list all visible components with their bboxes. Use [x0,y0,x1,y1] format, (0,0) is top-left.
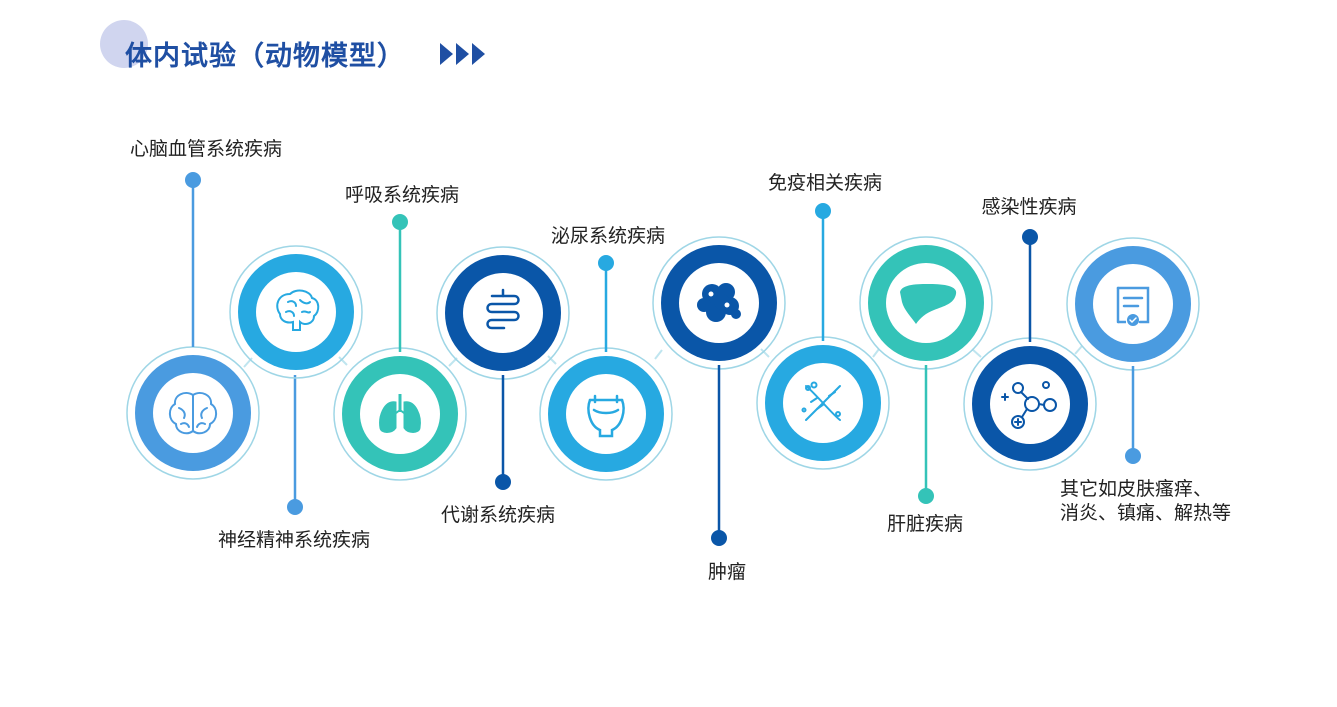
node-label: 代谢系统疾病 [441,504,555,526]
node-metabolic: 代谢系统疾病 [436,246,570,526]
node-label: 肿瘤 [708,561,746,583]
brain-side-icon [276,289,320,331]
node-infectious: 感染性疾病 [963,196,1097,471]
node-immune: 免疫相关疾病 [756,172,890,470]
node-label-line2: 消炎、镇痛、解热等 [1060,502,1231,524]
node-respiratory: 呼吸系统疾病 [333,184,467,481]
bladder-icon [587,394,625,438]
node-urinary: 泌尿系统疾病 [539,225,673,481]
node-cardio-cerebrovascular: 心脑血管系统疾病 [130,138,363,379]
intestine-icon [486,288,520,330]
node-label: 泌尿系统疾病 [551,225,665,247]
node-tumor: 肿瘤 [652,236,786,583]
node-others: 其它如皮肤瘙痒、 消炎、镇痛、解热等 [1060,237,1231,524]
node-liver: 肝脏疾病 [859,236,993,535]
triple-arrow-icon [440,43,485,65]
node-label-line1: 其它如皮肤瘙痒、 [1060,478,1212,500]
node-label: 肝脏疾病 [887,513,963,535]
tumor-icon [697,283,741,322]
node-label: 感染性疾病 [981,196,1076,218]
page-title: 体内试验（动物模型） [125,41,405,72]
lungs-icon [379,394,421,433]
brain-icon [168,392,218,435]
node-label: 免疫相关疾病 [768,172,882,194]
report-icon [1116,286,1150,326]
node-label: 神经精神系统疾病 [218,529,370,551]
node-neuro-psychiatric: 神经精神系统疾病 [126,346,370,551]
dna-icon [801,381,841,421]
title-decoration-circle [100,20,148,68]
molecule-icon [1001,381,1057,429]
liver-icon [900,284,957,324]
node-label: 心脑血管系统疾病 [130,138,282,160]
node-label: 呼吸系统疾病 [345,184,459,206]
